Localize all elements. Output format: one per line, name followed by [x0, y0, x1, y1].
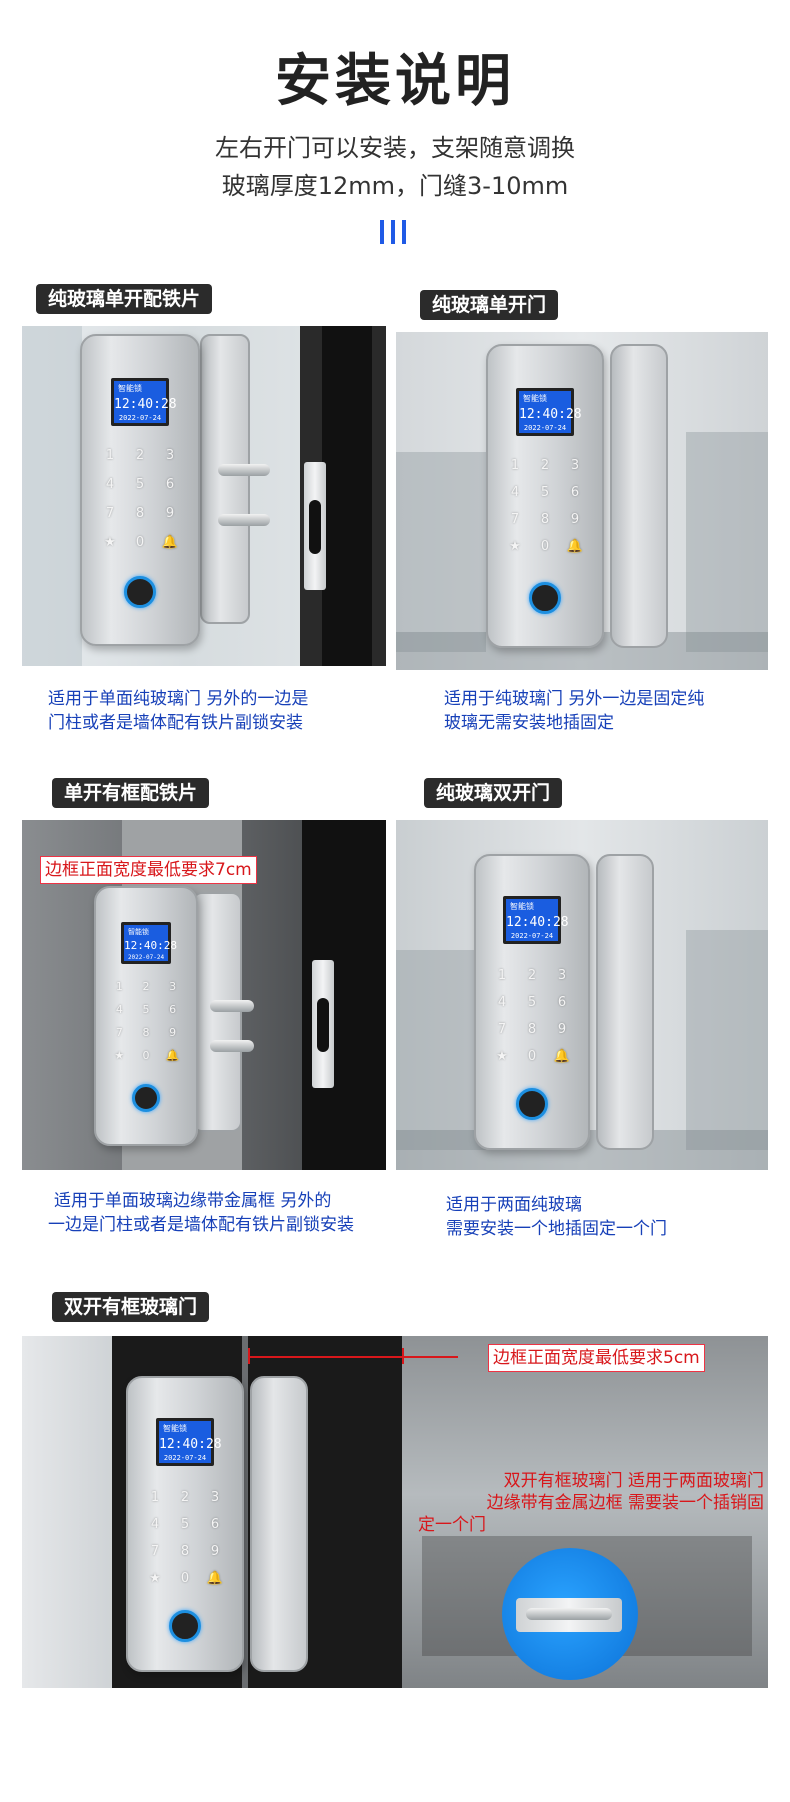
desc-section-3-line-1: 适用于单面玻璃边缘带金属框 另外的 — [54, 1191, 332, 1211]
side-bracket — [200, 334, 250, 624]
section-label-5: 双开有框玻璃门 — [52, 1292, 210, 1322]
section-label-3: 单开有框配铁片 — [52, 778, 210, 808]
fingerprint-sensor-icon — [169, 1610, 201, 1642]
lock-screen: 智能锁 12:40:28 2022-07-24 — [503, 896, 569, 944]
fingerprint-sensor-icon — [516, 1088, 548, 1120]
glass-clamp — [250, 1376, 308, 1672]
desc-section-5-line-1: 双开有框玻璃门 适用于两面玻璃门 — [503, 1471, 764, 1491]
glass-clamp — [596, 854, 654, 1150]
page-title: 安装说明 — [275, 49, 515, 114]
fingerprint-sensor-icon — [132, 1084, 160, 1112]
measure-line — [248, 1356, 458, 1358]
glass-clamp — [610, 344, 668, 648]
frame-width-note-7cm: 边框正面宽度最低要求7cm — [40, 856, 257, 884]
lock-screen: 智能锁 12:40:28 2022-07-24 — [516, 388, 582, 436]
frame-width-note-5cm: 边框正面宽度最低要求5cm — [488, 1344, 705, 1372]
desc-section-5-line-2: 边缘带有金属边框 需要装一个插销固 — [486, 1493, 764, 1513]
desc-section-1-line-2: 门柱或者是墙体配有铁片副锁安装 — [48, 713, 303, 733]
desc-section-2-line-2: 玻璃无需安装地插固定 — [444, 713, 614, 733]
desc-section-4-line-1: 适用于两面纯玻璃 — [446, 1195, 582, 1215]
subtitle-line-1: 左右开门可以安装，支架随意调换 — [215, 134, 575, 162]
lock-screen: 智能锁 12:40:28 2022-07-24 — [121, 922, 177, 964]
lock-screen: 智能锁 12:40:28 2022-07-24 — [156, 1418, 222, 1466]
desc-section-5-line-3: 定一个门 — [418, 1515, 486, 1535]
strike-plate — [304, 462, 326, 590]
subtitle-line-2: 玻璃厚度12mm，门缝3-10mm — [221, 172, 569, 200]
section-label-2: 纯玻璃单开门 — [420, 290, 559, 320]
section-label-4: 纯玻璃双开门 — [424, 778, 563, 808]
lock-screen: 智能锁 12:40:28 2022-07-24 — [111, 378, 177, 426]
section-label-1: 纯玻璃单开配铁片 — [36, 284, 213, 314]
strike-plate — [312, 960, 334, 1088]
desc-section-2-line-1: 适用于纯玻璃门 另外一边是固定纯 — [444, 689, 705, 709]
desc-section-1-line-1: 适用于单面纯玻璃门 另外的一边是 — [48, 689, 309, 709]
fingerprint-sensor-icon — [124, 576, 156, 608]
desc-section-4-line-2: 需要安装一个地插固定一个门 — [446, 1219, 667, 1239]
bolt-latch-illustration — [502, 1548, 638, 1680]
side-bracket — [192, 892, 242, 1132]
fingerprint-sensor-icon — [529, 582, 561, 614]
desc-section-3-line-2: 一边是门柱或者是墙体配有铁片副锁安装 — [48, 1215, 354, 1235]
accent-bars — [380, 220, 414, 244]
